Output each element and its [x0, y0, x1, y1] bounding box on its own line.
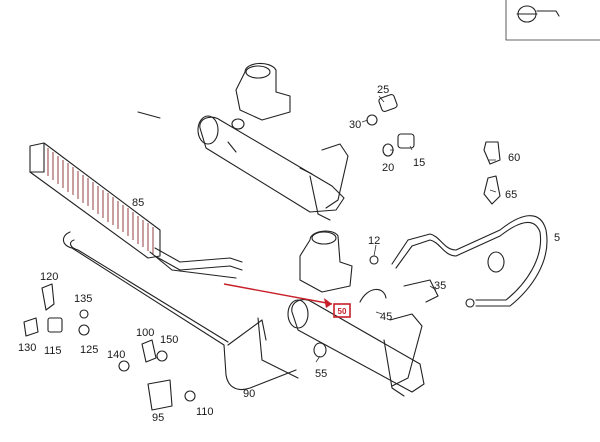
callout-90: 90: [243, 388, 255, 400]
callout-30: 30: [349, 119, 361, 131]
callout-numbers: 5 12 15 20 25 30 35 45 55 60 65 85 90 95…: [18, 84, 560, 424]
callout-55: 55: [315, 368, 327, 380]
connectors-right: [483, 141, 501, 205]
callout-120: 120: [40, 271, 58, 283]
callout-5: 5: [554, 232, 560, 244]
callout-115: 115: [44, 345, 62, 357]
callout-65: 65: [505, 189, 517, 201]
callout-95: 95: [152, 412, 164, 424]
callout-45: 45: [380, 311, 392, 323]
callout-140: 140: [107, 349, 125, 361]
callout-150: 150: [160, 334, 178, 346]
cooler-fins: [47, 148, 154, 254]
oil-cooler: [29, 111, 243, 279]
callout-60: 60: [508, 152, 520, 164]
callout-35: 35: [434, 280, 446, 292]
callout-85: 85: [132, 197, 144, 209]
callout-25: 25: [377, 84, 389, 96]
highlight-label: 50: [338, 307, 347, 316]
steering-gear-upper: [197, 62, 349, 221]
highlight-indicator: 50: [223, 283, 351, 318]
callout-110: 110: [196, 406, 214, 418]
callout-100: 100: [136, 327, 154, 339]
steering-gear-lower: [287, 230, 439, 397]
callout-125: 125: [80, 344, 98, 356]
callout-15: 15: [413, 157, 425, 169]
callout-12: 12: [368, 235, 380, 247]
info-box: [505, 0, 600, 41]
fittings-upper: [366, 93, 415, 157]
leader-lines: [315, 95, 497, 363]
small-hardware: [23, 283, 327, 411]
callout-130: 130: [18, 342, 36, 354]
pressure-hose: [391, 215, 548, 308]
callout-20: 20: [382, 162, 394, 174]
callout-135: 135: [74, 293, 92, 305]
return-line: [62, 231, 299, 391]
fluid-symbol-icon: [516, 5, 560, 23]
highlight-box: [333, 303, 351, 318]
